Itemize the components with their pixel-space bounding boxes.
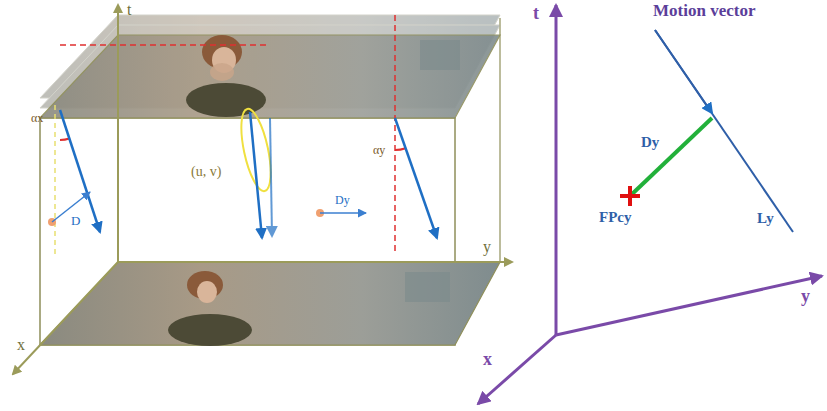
angle-label: αx (30, 112, 44, 125)
axis-label: t (532, 4, 540, 24)
point-label: FPcy (598, 209, 632, 226)
angle-label: αy (372, 144, 386, 157)
line-label: Ly (756, 210, 775, 227)
axis-label: y (800, 287, 811, 307)
vector-label: D (70, 214, 81, 228)
axis-label: t (126, 1, 132, 19)
distance-label: Dy (640, 134, 660, 151)
vector-label: Dy (334, 194, 351, 207)
axis-label: y (482, 238, 492, 256)
axis-label: x (482, 350, 493, 370)
axis-label: x (16, 336, 26, 354)
vector-title: Motion vector (652, 2, 756, 21)
flow-label: (u, v) (190, 164, 222, 179)
